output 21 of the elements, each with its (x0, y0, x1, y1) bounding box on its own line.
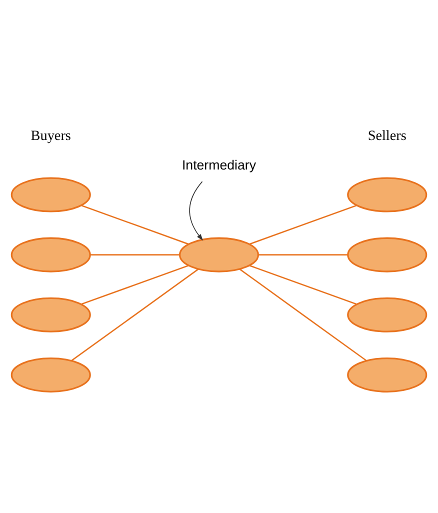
label: Sellers (368, 128, 406, 144)
connector (81, 264, 189, 305)
node-ellipse (10, 357, 91, 392)
arrow (189, 181, 204, 241)
connector (71, 268, 199, 362)
node-text: Intermediary (182, 158, 256, 173)
node-ellipse (347, 357, 428, 392)
connector (249, 264, 357, 305)
node-ellipse (347, 297, 428, 332)
node-ellipse (347, 177, 428, 212)
connector (249, 204, 357, 245)
node-ellipse (10, 297, 91, 332)
node-ellipse (347, 237, 428, 272)
connector (90, 254, 180, 256)
label: Buyers (30, 128, 71, 144)
connector (258, 254, 348, 256)
node-ellipse (10, 177, 91, 212)
connector (81, 204, 189, 245)
connector (239, 268, 367, 362)
node-ellipse (178, 237, 260, 272)
node-ellipse (10, 237, 91, 272)
